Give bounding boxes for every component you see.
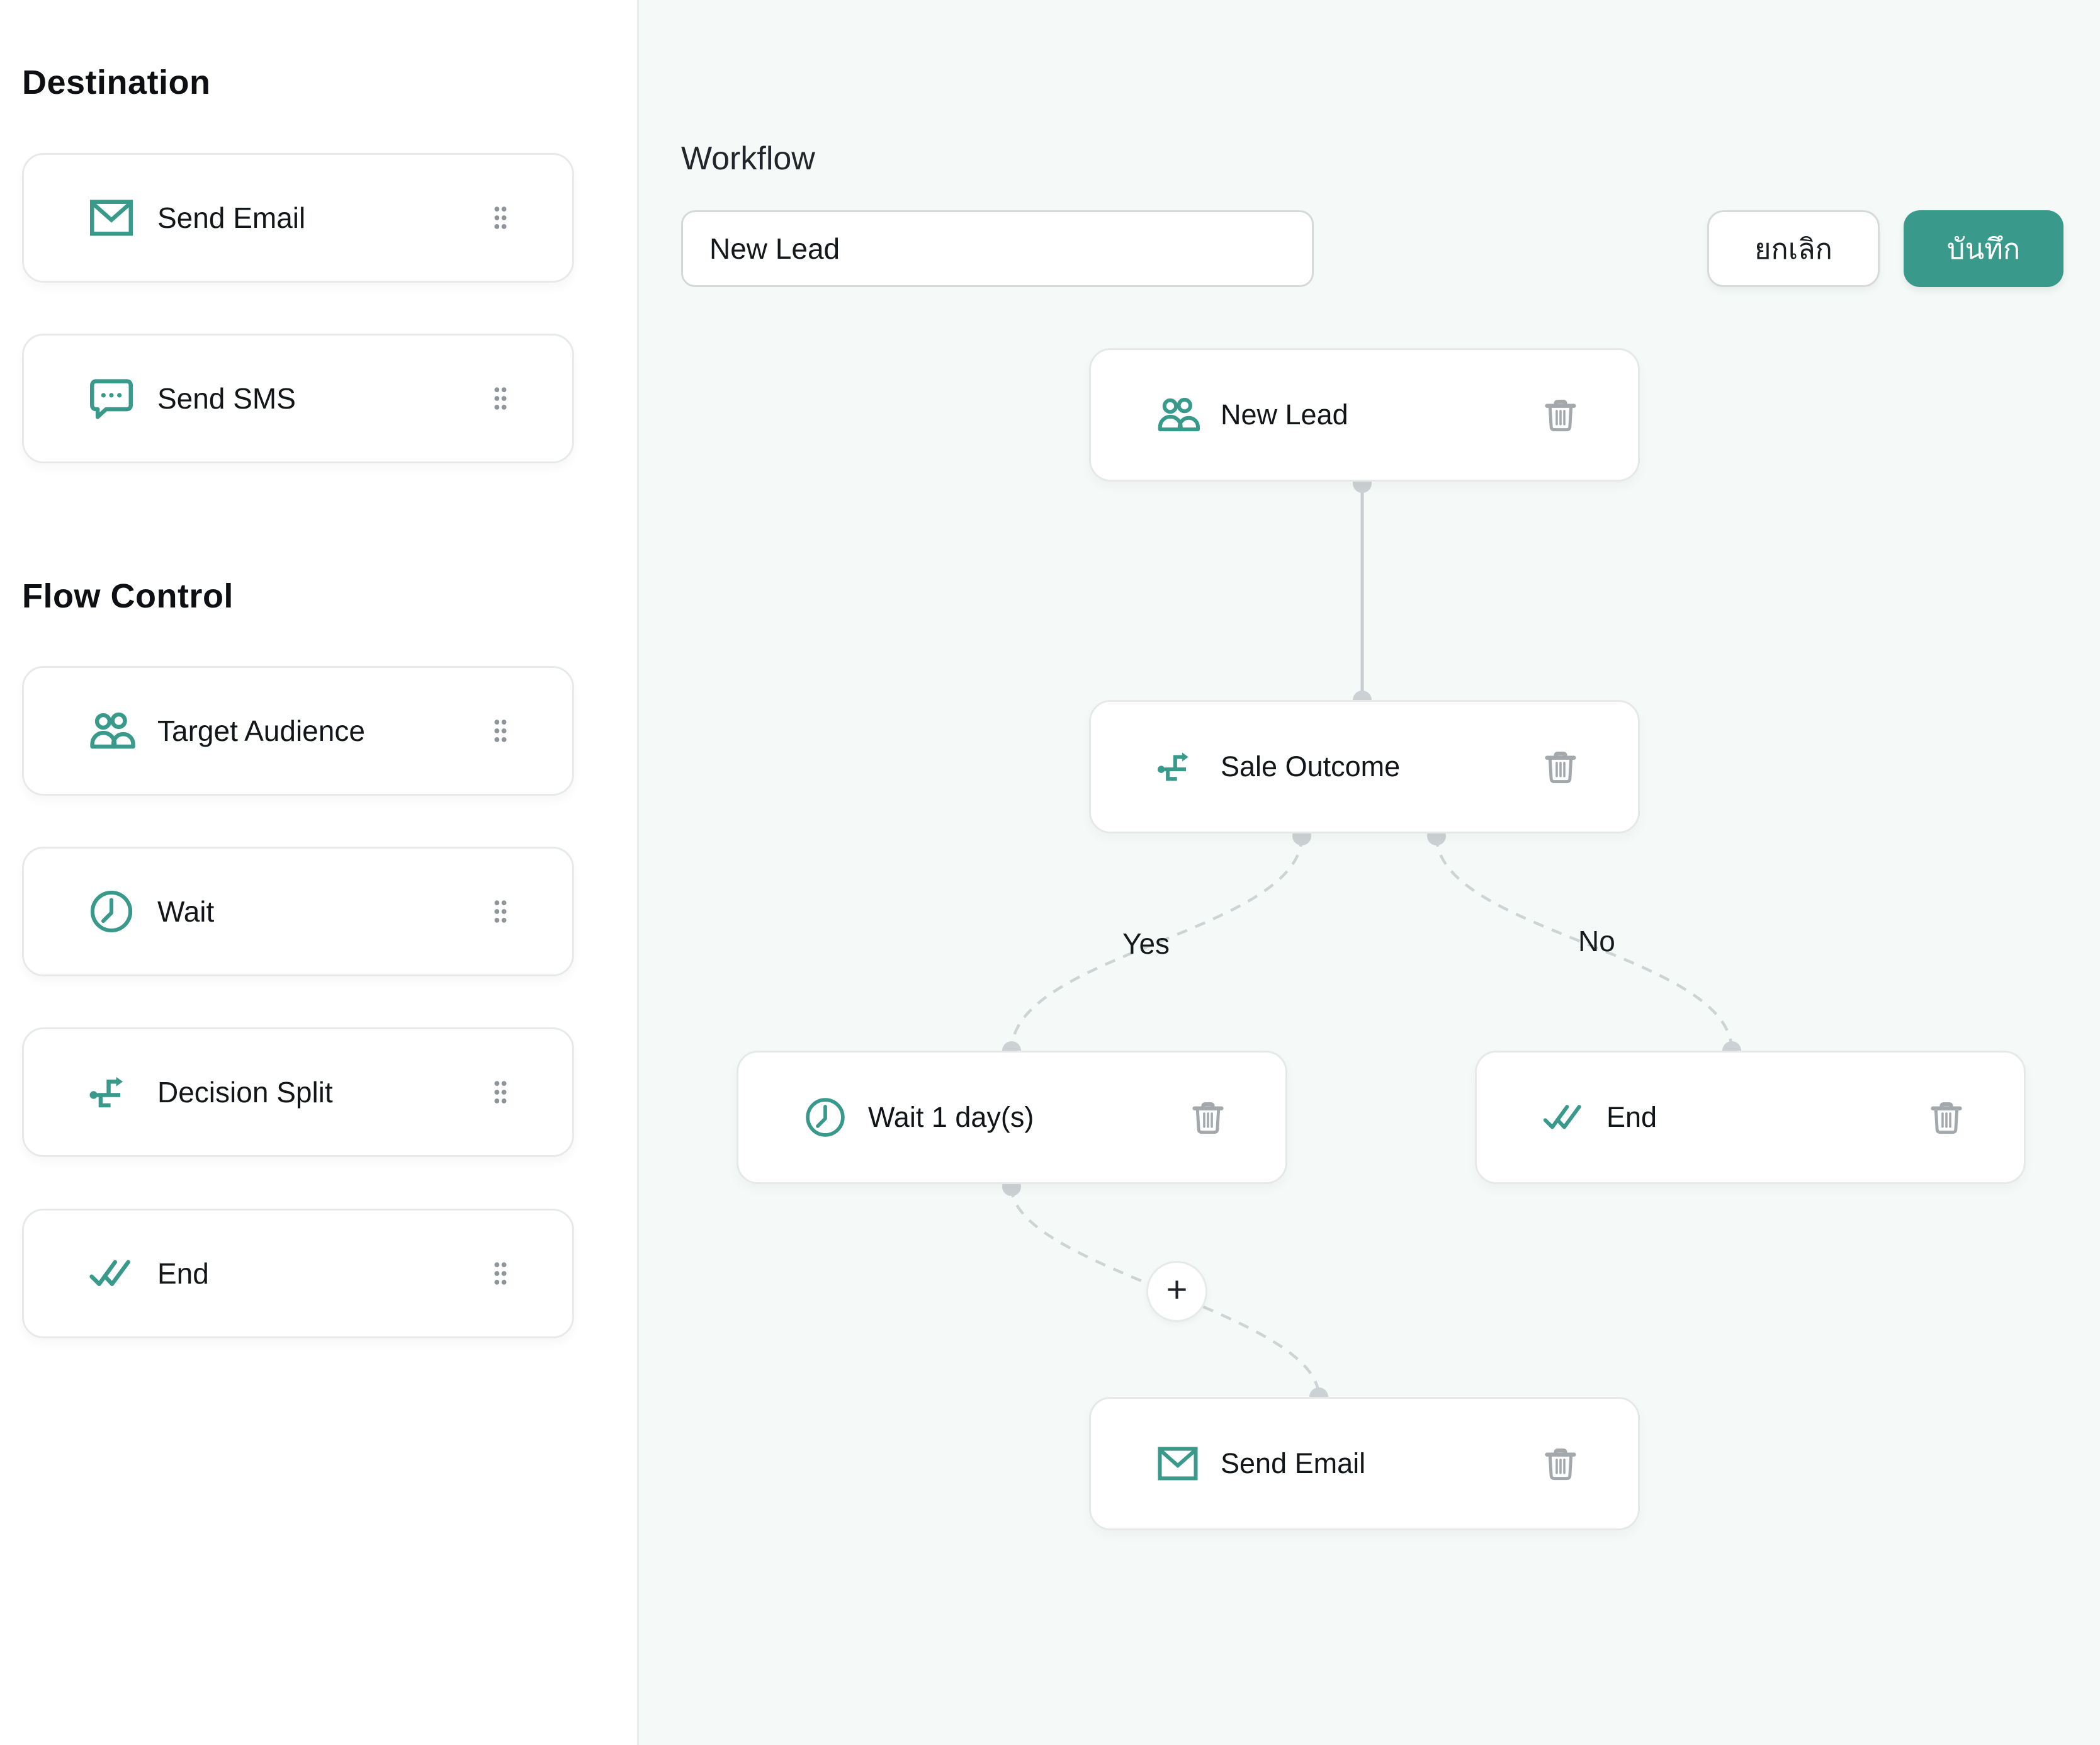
- palette-item-label: Wait: [157, 895, 215, 928]
- people-icon: [1154, 391, 1202, 439]
- sms-icon: [86, 373, 137, 424]
- palette-item-send-email[interactable]: Send Email: [22, 153, 574, 283]
- delete-node-button[interactable]: [1187, 1095, 1229, 1139]
- palette-item-decision-split[interactable]: Decision Split: [22, 1027, 574, 1157]
- mail-icon: [1154, 1440, 1202, 1488]
- palette-item-label: End: [157, 1257, 209, 1290]
- palette-item-label: Decision Split: [157, 1076, 333, 1109]
- palette-item-send-sms[interactable]: Send SMS: [22, 334, 574, 463]
- delete-node-button[interactable]: [1540, 393, 1581, 437]
- section-title-flow-control: Flow Control: [22, 577, 234, 615]
- save-button[interactable]: บันทึก: [1904, 210, 2063, 287]
- trash-icon: [1540, 745, 1581, 789]
- node-label: End: [1606, 1101, 1657, 1133]
- palette-item-label: Target Audience: [157, 714, 365, 747]
- drag-handle-icon[interactable]: [484, 708, 517, 754]
- node-label: Send Email: [1221, 1447, 1366, 1479]
- node-label: Wait 1 day(s): [868, 1101, 1034, 1133]
- palette-item-target-audience[interactable]: Target Audience: [22, 666, 574, 796]
- delete-node-button[interactable]: [1540, 1442, 1581, 1486]
- delete-node-button[interactable]: [1926, 1095, 1967, 1139]
- plus-icon: +: [1166, 1269, 1188, 1310]
- trash-icon: [1540, 393, 1581, 437]
- node-wait[interactable]: Wait 1 day(s): [737, 1051, 1287, 1184]
- mail-icon: [86, 192, 137, 244]
- add-node-button[interactable]: +: [1146, 1261, 1207, 1322]
- split-icon: [86, 1066, 137, 1118]
- drag-handle-icon[interactable]: [484, 1070, 517, 1115]
- node-new-lead[interactable]: New Lead: [1089, 348, 1640, 482]
- trash-icon: [1187, 1095, 1229, 1139]
- node-send-email[interactable]: Send Email: [1089, 1397, 1640, 1530]
- drag-handle-icon[interactable]: [484, 1251, 517, 1296]
- workflow-name-input[interactable]: [681, 210, 1314, 287]
- palette-item-label: Send SMS: [157, 382, 296, 415]
- clock-icon: [86, 886, 137, 937]
- section-title-destination: Destination: [22, 64, 211, 101]
- double-check-icon: [1540, 1093, 1588, 1141]
- split-icon: [1154, 743, 1202, 791]
- drag-handle-icon[interactable]: [484, 889, 517, 934]
- sidebar: Destination Send Email Send SMS Flow Con…: [0, 0, 637, 1745]
- edge-label-yes: Yes: [1122, 927, 1170, 960]
- drag-handle-icon[interactable]: [484, 195, 517, 240]
- node-label: Sale Outcome: [1221, 750, 1401, 782]
- node-label: New Lead: [1221, 398, 1348, 431]
- palette-item-wait[interactable]: Wait: [22, 847, 574, 976]
- trash-icon: [1540, 1442, 1581, 1486]
- edge-label-no: No: [1578, 925, 1615, 957]
- trash-icon: [1926, 1095, 1967, 1139]
- delete-node-button[interactable]: [1540, 745, 1581, 789]
- drag-handle-icon[interactable]: [484, 376, 517, 421]
- palette-item-label: Send Email: [157, 201, 306, 234]
- people-icon: [86, 705, 137, 757]
- cancel-button[interactable]: ยกเลิก: [1707, 210, 1880, 287]
- clock-icon: [801, 1093, 849, 1141]
- page-title: Workflow: [681, 140, 815, 177]
- node-sale-outcome[interactable]: Sale Outcome: [1089, 700, 1640, 833]
- double-check-icon: [86, 1248, 137, 1299]
- node-end[interactable]: End: [1475, 1051, 2026, 1184]
- palette-item-end[interactable]: End: [22, 1209, 574, 1338]
